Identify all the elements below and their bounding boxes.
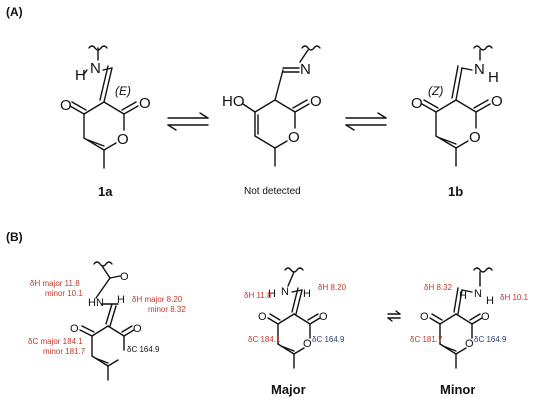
mid-atom-o3: O [288,129,300,146]
mid-atom-n: N [300,61,311,78]
structure-1b: N H O O O (Z) [411,45,503,167]
equilibrium-arrow-3 [387,310,401,322]
major-dh-nh: δH 11.8 [244,291,272,300]
left-dc-minor: minor 181.7 [43,347,86,356]
left-atom-h: H [117,294,125,306]
mid-atom-o2: O [310,93,322,110]
1a-atom-h: H [75,67,86,84]
minor-atom-h-c: H [459,290,467,302]
minor-dc-co: δC 181.7 [410,335,443,344]
major-atom-o2: O [319,311,328,323]
left-atom-o1: O [70,323,79,335]
1b-atom-o2: O [491,93,503,110]
major-atom-n: N [281,286,289,298]
major-dc-co: δC 184.1 [248,335,281,344]
structure-annotated-left: O HN H O O [70,261,142,381]
minor-atom-o2: O [481,311,490,323]
right-dh-minor: minor 8.32 [148,305,186,314]
panel-b-label: (B) [6,230,23,244]
label-major: Major [271,382,306,397]
left-dc-lactone: δC 164.9 [127,345,160,354]
label-minor: Minor [440,382,475,397]
minor-dc-lactone: δC 164.9 [474,335,507,344]
caption-not-detected: Not detected [244,186,301,197]
equilibrium-arrow-2 [345,112,387,131]
1a-atom-o2: O [139,95,151,112]
left-dc-major: δC major 184.1 [28,337,83,346]
1b-atom-o1: O [411,95,423,112]
minor-atom-n: N [474,288,482,300]
major-atom-h-n: H [268,288,276,300]
left-atom-o-top: O [120,271,129,283]
structure-minor: H N H O O O [420,267,494,369]
minor-atom-h-n: H [486,295,494,307]
major-dc-lactone: δC 164.9 [312,335,345,344]
minor-dh-nh: δH 10.1 [500,293,529,302]
equilibrium-arrow-1 [167,112,209,131]
left-dh-major: δH major 11.8 [30,279,80,288]
1b-atom-o3: O [469,129,481,146]
1b-atom-n: N [474,61,485,78]
1b-atom-h: H [488,69,499,86]
structure-1a: N H O O O (E) [60,45,151,169]
left-atom-hn: HN [88,297,104,309]
major-dh-ch: δH 8.20 [318,283,347,292]
left-dh-minor: minor 10.1 [45,289,83,298]
compound-label-1a: 1a [98,184,113,199]
structure-hydroxy-imine: N HO O O [222,45,322,167]
minor-atom-o3: O [465,338,474,350]
minor-atom-o1: O [420,311,429,323]
minor-dh-ch: δH 8.32 [424,283,453,292]
panel-a-label: (A) [6,5,23,19]
1a-atom-n: N [90,60,101,77]
structure-major: H N H O O O [258,267,328,369]
right-dh-major: δH major 8.20 [132,295,183,304]
compound-label-1b: 1b [448,184,463,199]
1b-stereo-tag: (Z) [428,84,443,98]
major-atom-h-c: H [303,288,311,300]
major-atom-o3: O [303,338,312,350]
left-atom-o2: O [133,323,142,335]
1a-atom-o1: O [60,97,72,114]
1a-stereo-tag: (E) [115,84,131,98]
mid-atom-ho: HO [222,93,245,110]
major-atom-o1: O [258,311,267,323]
1a-atom-o3: O [117,131,129,148]
